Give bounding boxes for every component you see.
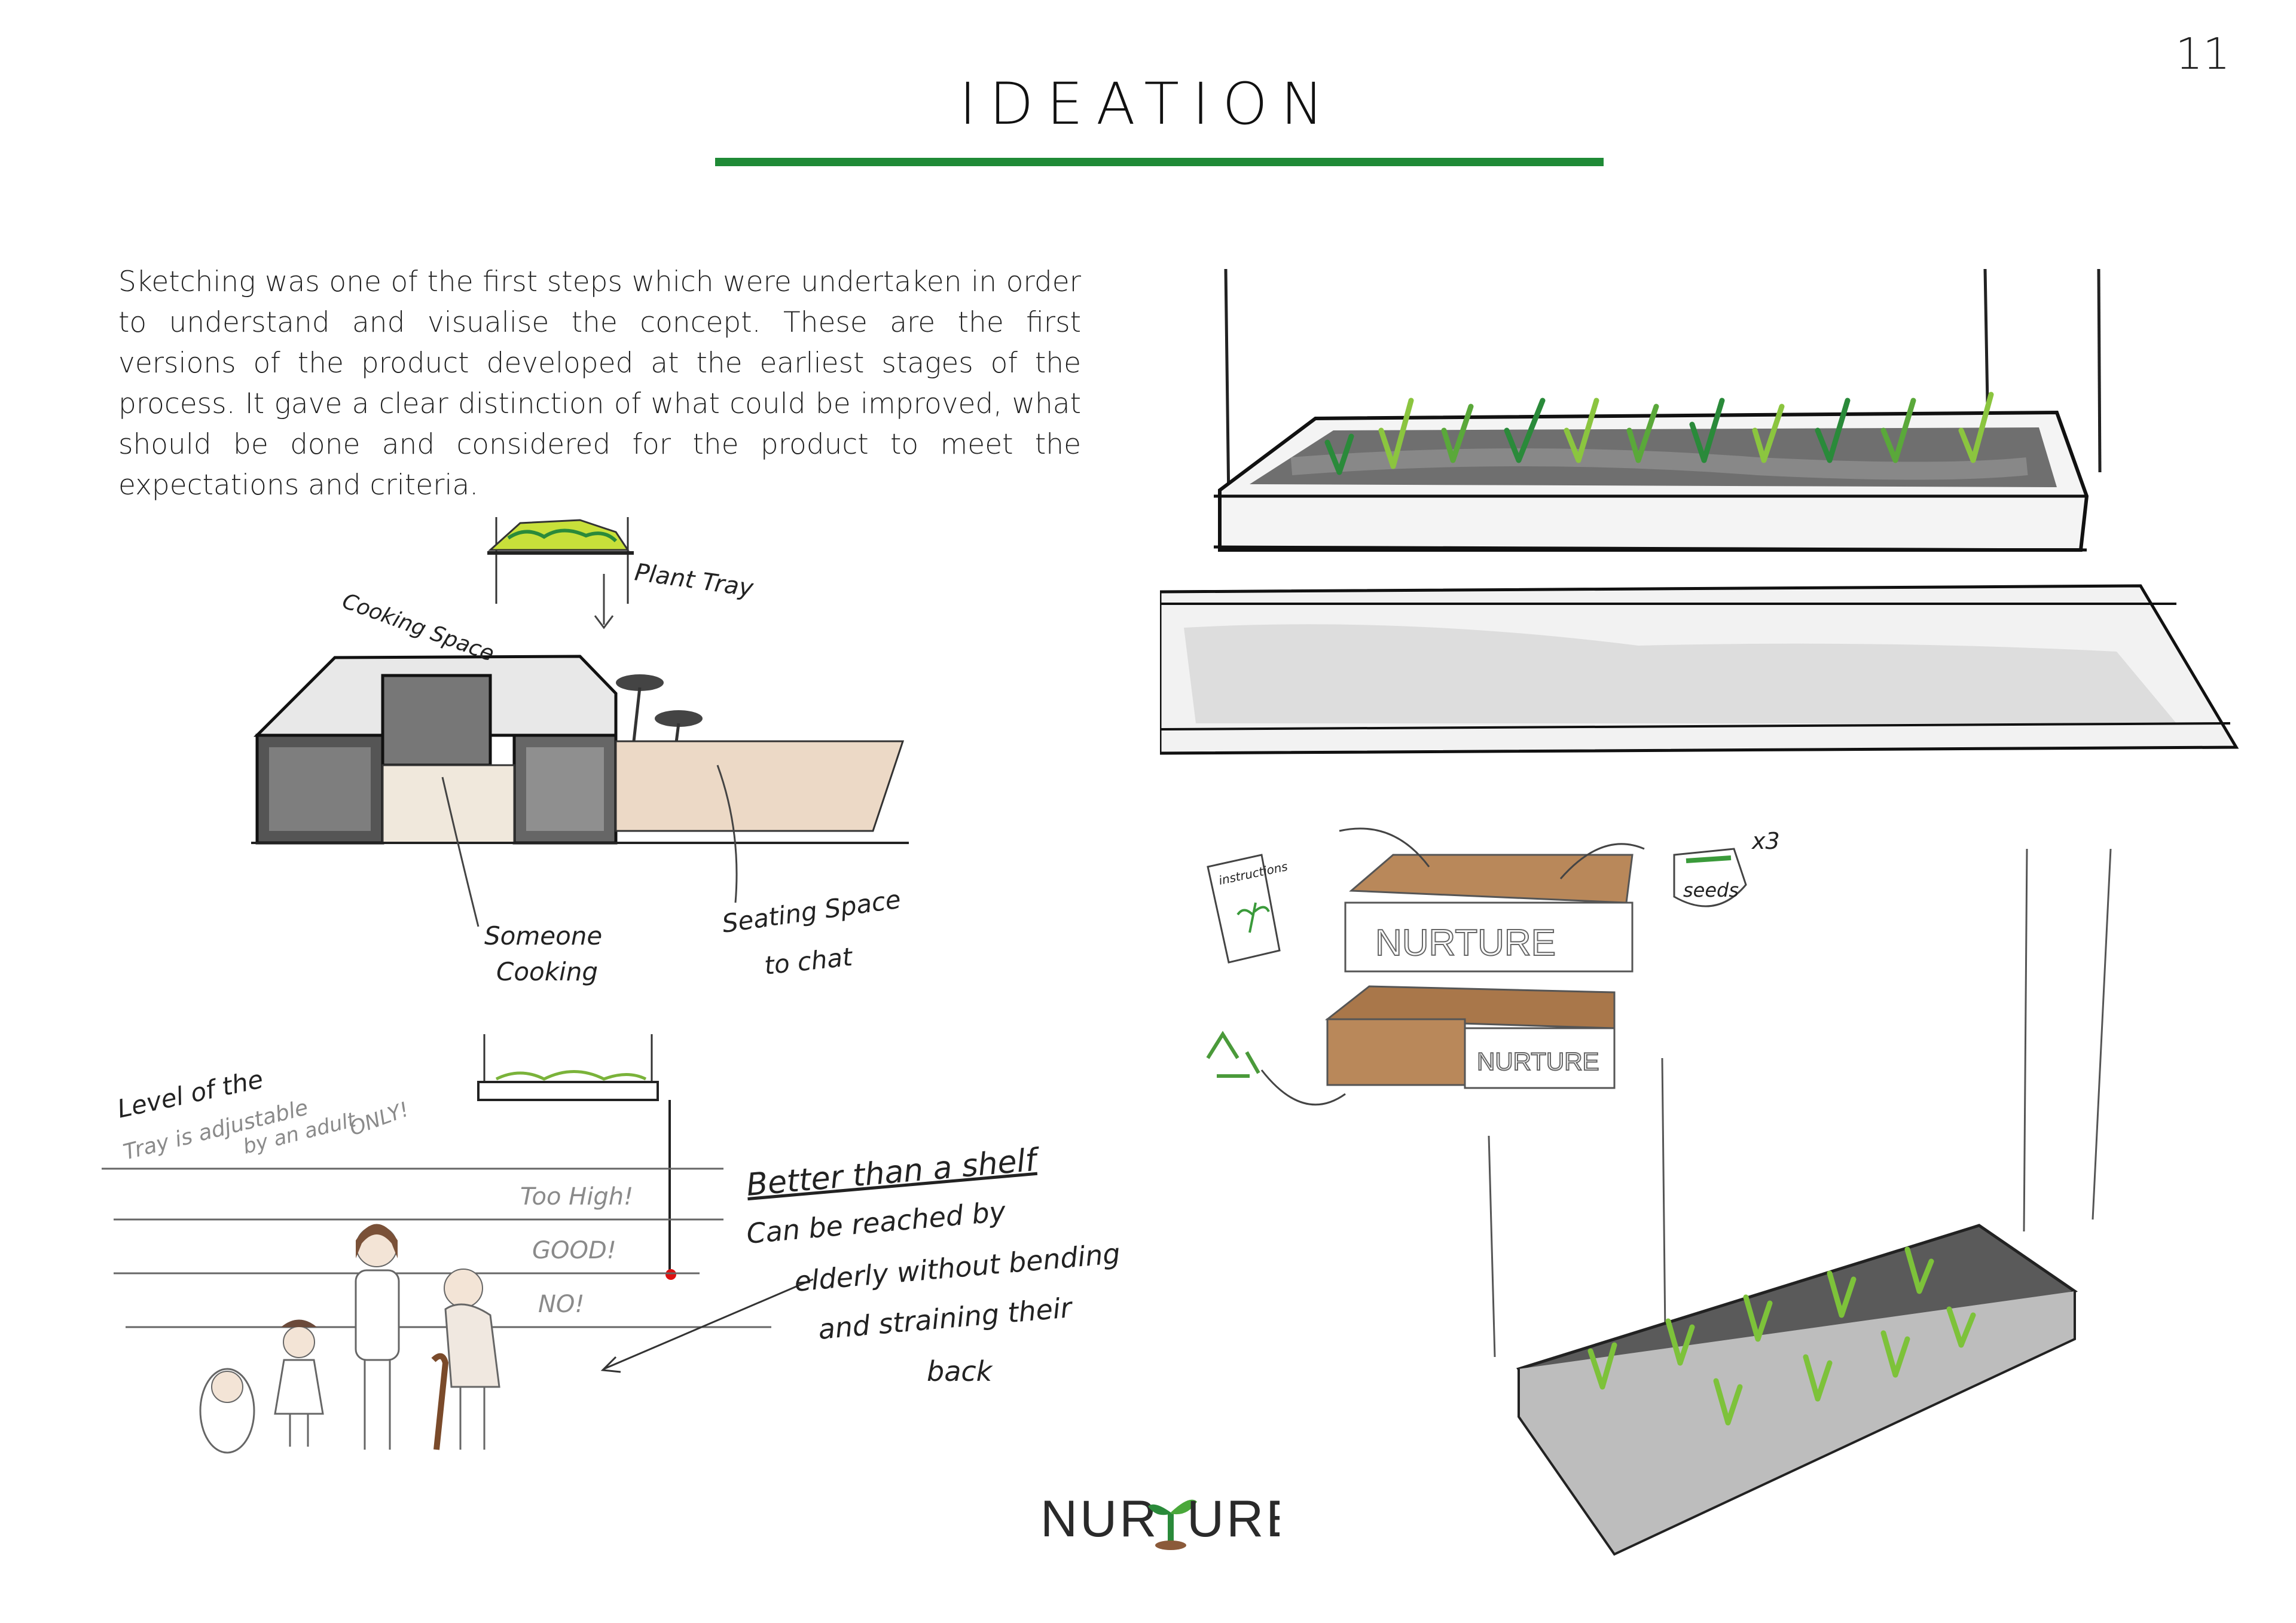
tray-drawing bbox=[477, 1034, 676, 1280]
sprouts-row bbox=[1324, 392, 1994, 475]
instructions-card: instructions bbox=[1207, 854, 1289, 964]
box-bottom: NURTURE bbox=[1324, 985, 1616, 1089]
level-good: GOOD! bbox=[532, 1237, 616, 1264]
box-top: NURTURE bbox=[1344, 854, 1634, 973]
seeds-bag: seeds x3 bbox=[1673, 828, 1780, 907]
nurture-logo: NUR URE bbox=[1040, 1477, 1300, 1554]
box-bottom-brand: NURTURE bbox=[1477, 1047, 1599, 1075]
page-title: IDEATION bbox=[959, 71, 1337, 137]
intro-paragraph: Sketching was one of the first steps whi… bbox=[118, 265, 1081, 502]
logo-text-right: URE bbox=[1187, 1490, 1280, 1548]
page-number: 11 bbox=[2175, 29, 2230, 79]
hanging-tray-drawing bbox=[487, 517, 634, 604]
label-to-chat: to chat bbox=[763, 942, 854, 980]
sprout-icon bbox=[1148, 1499, 1197, 1550]
sketch-adjustable-height: Too High! GOOD! NO! Level of the Tray is… bbox=[102, 1016, 1178, 1471]
title-underline bbox=[715, 158, 1604, 166]
level-no: NO! bbox=[538, 1291, 584, 1318]
label-plant-tray: Plant Tray bbox=[633, 558, 756, 602]
sketch-kitchen-island: Cooking Space Plant Tray Someone Cooking… bbox=[245, 496, 915, 1022]
level-too-high: Too High! bbox=[520, 1183, 633, 1211]
label-someone: Someone bbox=[484, 921, 602, 950]
seeds-label: seeds bbox=[1683, 879, 1739, 901]
family-figures bbox=[199, 1224, 500, 1454]
note-line-3: and straining their bbox=[817, 1291, 1074, 1346]
note-heading: Better than a shelf bbox=[745, 1142, 1042, 1203]
label-only: ONLY! bbox=[346, 1098, 412, 1141]
label-cooking: Cooking bbox=[496, 957, 598, 986]
seeds-count: x3 bbox=[1751, 828, 1780, 854]
note-line-1: Can be reached by bbox=[745, 1195, 1007, 1250]
note-line-2: elderly without bending bbox=[793, 1237, 1121, 1298]
seedlings bbox=[1587, 1246, 1976, 1426]
island-drawing bbox=[253, 655, 618, 845]
label-cooking-space: Cooking Space bbox=[339, 589, 497, 667]
recycle-icon bbox=[1206, 1031, 1260, 1078]
sketch-hanging-tray bbox=[1160, 269, 2248, 765]
stools-drawing bbox=[615, 674, 905, 832]
note-line-4: back bbox=[927, 1355, 994, 1387]
label-seating-space: Seating Space bbox=[720, 884, 903, 938]
sketch-seedling-tray bbox=[1483, 849, 2152, 1566]
sketch-packaging: instructions NURTURE NURTURE seeds x3 bbox=[1196, 813, 1824, 1148]
logo-text-left: NUR bbox=[1040, 1490, 1159, 1548]
box-top-brand: NURTURE bbox=[1375, 922, 1556, 964]
